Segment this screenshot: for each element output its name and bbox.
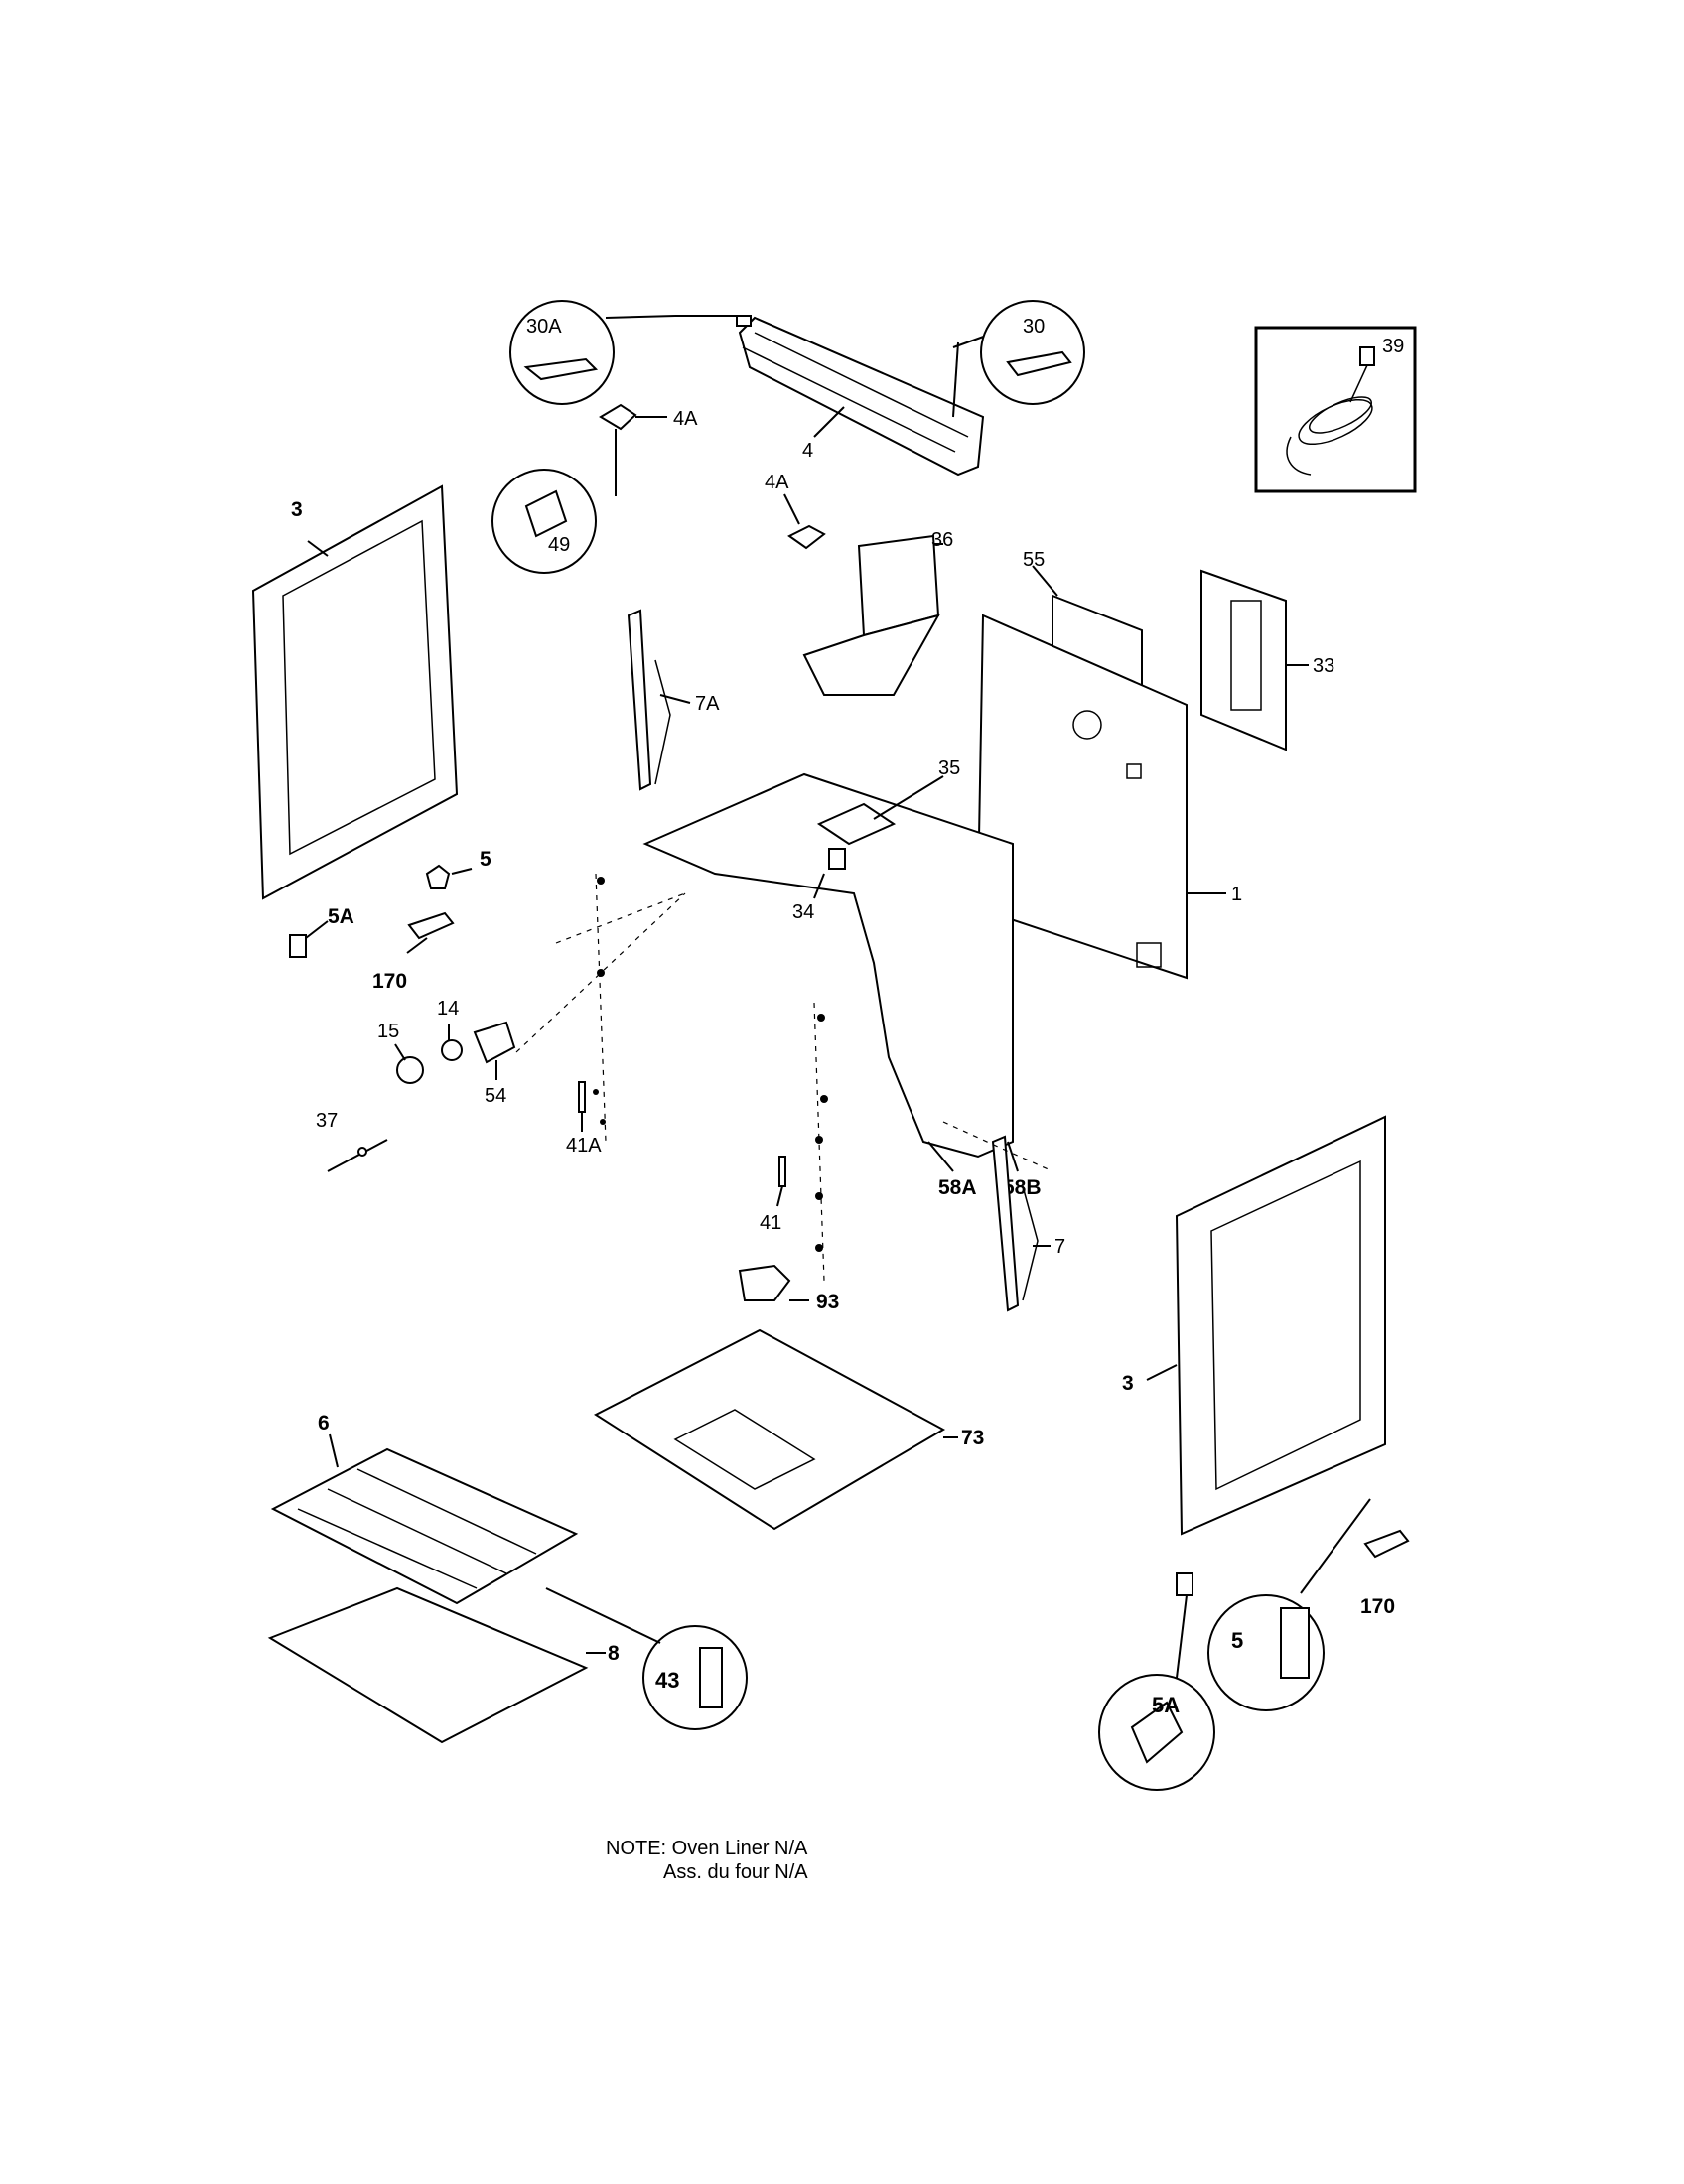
label-3-right: 3 [1122, 1372, 1134, 1395]
label-55: 55 [1023, 549, 1045, 571]
label-5-left: 5 [480, 848, 491, 871]
label-41: 41 [760, 1212, 781, 1234]
label-58a: 58A [938, 1176, 977, 1199]
part-5-left-leveler [425, 864, 473, 889]
label-14: 14 [437, 998, 459, 1020]
part-7a-hinge [627, 609, 691, 791]
part-7-hinge [991, 1135, 1051, 1312]
callout-5a-right [1098, 1572, 1215, 1791]
part-54-lens [473, 1021, 516, 1080]
callout-label-5-right: 5 [1231, 1628, 1243, 1653]
part-4a-top [599, 403, 667, 496]
part-14-socket [441, 1024, 463, 1061]
part-36-duct [802, 534, 943, 696]
part-37-wire [327, 1139, 388, 1172]
part-170-left-clip [406, 911, 455, 954]
part-6-oven-rack [270, 1433, 579, 1605]
label-4: 4 [802, 440, 813, 462]
part-4-top-bracket [675, 315, 1004, 477]
label-6: 6 [318, 1412, 330, 1434]
part-34-switch [813, 848, 846, 899]
part-8-oven-liner [267, 1586, 606, 1744]
part-1-back-panel [976, 614, 1226, 980]
part-4a-mid [783, 493, 826, 550]
callout-label-30a: 30A [526, 316, 562, 338]
label-7: 7 [1054, 1236, 1065, 1258]
label-93: 93 [816, 1291, 839, 1313]
part-93-cap [738, 1264, 809, 1301]
callout-30a [509, 300, 676, 405]
label-35: 35 [938, 757, 960, 779]
label-41a: 41A [566, 1135, 602, 1157]
part-33-bracket [1200, 569, 1309, 751]
callout-label-43: 43 [655, 1668, 679, 1693]
part-39-power-cord [1254, 326, 1417, 493]
label-37: 37 [316, 1110, 338, 1132]
label-4a-mid: 4A [765, 472, 789, 493]
part-41a-clip [578, 1081, 586, 1132]
label-8: 8 [608, 1642, 620, 1665]
callout-label-5a-right: 5A [1152, 1693, 1180, 1717]
label-170-right: 170 [1360, 1595, 1395, 1618]
label-1: 1 [1231, 884, 1242, 905]
label-3-left: 3 [291, 498, 303, 521]
part-35-frame [642, 772, 1014, 1159]
part-15-bulb [394, 1043, 424, 1084]
part-41-clip [776, 1156, 786, 1207]
label-15: 15 [377, 1021, 399, 1042]
label-170-left: 170 [372, 970, 407, 993]
note-line-2: Ass. du four N/A [663, 1861, 808, 1883]
label-34: 34 [792, 901, 814, 923]
callout-43 [545, 1587, 748, 1730]
part-3-right-side-panel [1146, 1115, 1386, 1536]
callout-30 [980, 300, 1085, 405]
note-line-1: NOTE: Oven Liner N/A [606, 1838, 808, 1859]
note: NOTE: Oven Liner N/A Ass. du four N/A [606, 1837, 808, 1884]
callout-label-49: 49 [548, 534, 570, 556]
label-58b: 58B [1003, 1176, 1042, 1199]
part-170-right-clip [1363, 1529, 1410, 1559]
callout-label-30: 30 [1023, 316, 1045, 338]
label-5a-left: 5A [328, 905, 354, 928]
label-73: 73 [961, 1427, 984, 1449]
label-33: 33 [1313, 655, 1334, 677]
callout-49 [491, 469, 597, 574]
label-7a: 7A [695, 693, 720, 715]
label-39: 39 [1382, 336, 1404, 357]
assembly-dashed-lines [515, 873, 1053, 1282]
callout-5-right [1207, 1498, 1371, 1711]
label-36: 36 [931, 529, 953, 551]
screws [593, 877, 828, 1252]
part-73-oven-bottom [593, 1328, 958, 1531]
label-54: 54 [485, 1085, 506, 1107]
part-3-left-side-panel [251, 484, 459, 900]
part-5a-left-bracket [289, 920, 329, 958]
label-4a-top: 4A [673, 408, 698, 430]
